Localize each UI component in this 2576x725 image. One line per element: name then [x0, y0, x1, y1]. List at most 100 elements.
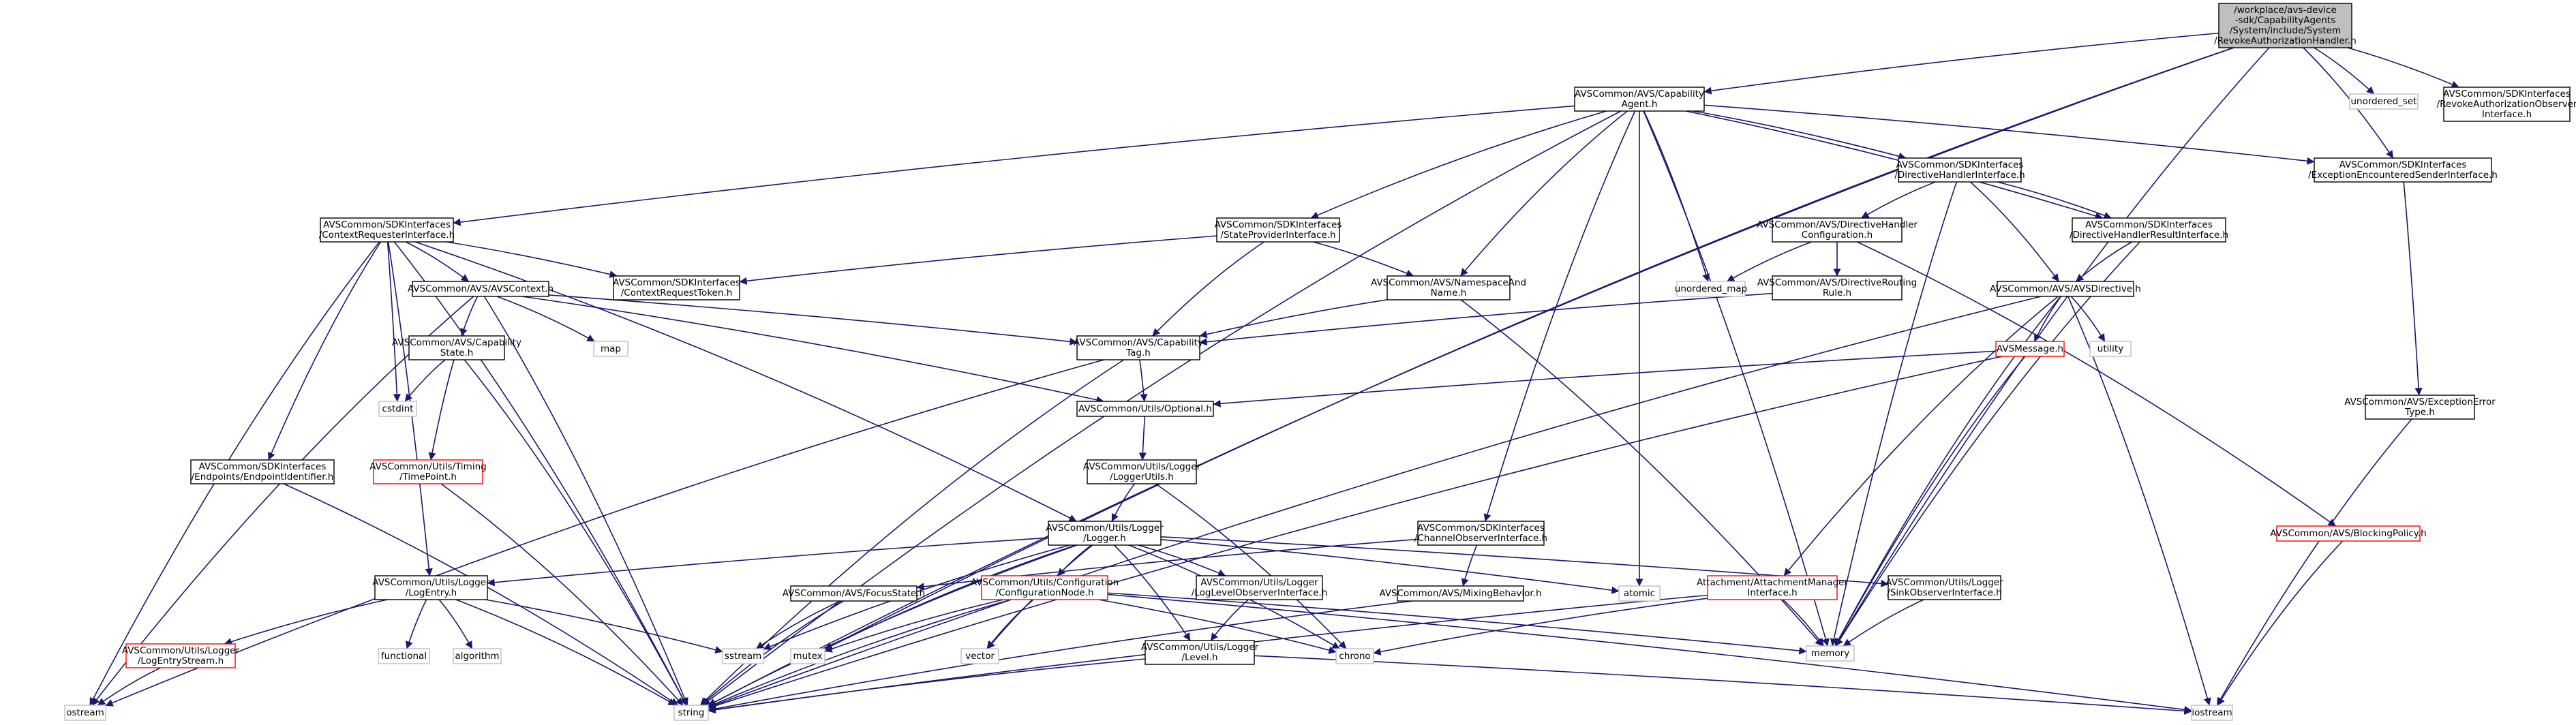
node-label-line: AVSCommon/Utils/Logger	[1141, 642, 1259, 653]
node-box	[190, 459, 335, 484]
node-label-line: AVSCommon/Utils/Logger	[1083, 461, 1201, 472]
node-label-line: string	[678, 707, 705, 718]
edge-stateprov-to-captag	[1152, 241, 1264, 337]
node-stateprov[interactable]: AVSCommon/SDKInterfaces/StateProviderInt…	[1215, 217, 1342, 243]
edge-confignode-to-chrono	[1098, 599, 1337, 654]
node-loggerutils[interactable]: AVSCommon/Utils/Logger/LoggerUtils.h	[1083, 459, 1201, 484]
node-avsdirective[interactable]: AVSCommon/AVS/AVSDirective.h	[1990, 281, 2141, 297]
node-blockpolicy[interactable]: AVSCommon/AVS/BlockingPolicy.h	[2270, 525, 2427, 542]
node-label-line: AVSCommon/Utils/Optional.h	[1078, 403, 1212, 414]
node-avsmessage[interactable]: AVSMessage.h	[1995, 341, 2065, 357]
edge-confignode-to-iostream	[1107, 593, 2192, 713]
edge-logentry-to-logentrystream	[224, 599, 388, 646]
node-label-line: AVSCommon/AVS/DirectiveHandler	[1757, 219, 1918, 230]
edge-avsmessage-to-optional	[1213, 350, 1997, 407]
node-box	[2314, 157, 2492, 183]
node-label-line: /System/include/System	[2230, 25, 2341, 36]
node-label-line: State.h	[440, 348, 474, 358]
node-capagent[interactable]: AVSCommon/AVS/CapabilityAgent.h	[1574, 87, 1705, 112]
node-ctxreq[interactable]: AVSCommon/SDKInterfaces/ContextRequester…	[319, 217, 455, 243]
edge-timepoint-to-string	[440, 483, 684, 706]
node-level[interactable]: AVSCommon/Utils/Logger/Level.h	[1141, 640, 1259, 665]
node-box	[1898, 157, 2022, 183]
node-label-line: /StateProviderInterface.h	[1220, 230, 1335, 241]
edge-optional-to-loggerutils	[1138, 416, 1147, 461]
node-sinkobs[interactable]: AVSCommon/Utils/Logger/SinkObserverInter…	[1885, 575, 2003, 600]
node-logger[interactable]: AVSCommon/Utils/Logger/Logger.h	[1046, 521, 1164, 546]
node-label-line: /RevokeAuthorizationHandler.h	[2214, 35, 2357, 46]
edge-root-to-unordered_set	[2314, 47, 2375, 95]
node-label-line: functional	[381, 651, 427, 662]
edge-captag-to-optional	[1139, 359, 1148, 402]
node-box	[1145, 640, 1255, 665]
node-label-line: Attachment/AttachmentManager	[1697, 577, 1848, 588]
edge-dirhandler-to-dirresult	[1997, 181, 2112, 219]
node-box	[1335, 648, 1374, 664]
node-logentrystream[interactable]: AVSCommon/Utils/Logger/LogEntryStream.h	[122, 643, 240, 668]
node-dirhandler[interactable]: AVSCommon/SDKInterfaces/DirectiveHandler…	[1894, 157, 2025, 183]
edge-focusstate-to-sstream	[755, 600, 841, 649]
node-label-line: /Logger.h	[1083, 533, 1126, 544]
node-dirhandlerconf[interactable]: AVSCommon/AVS/DirectiveHandlerConfigurat…	[1757, 217, 1918, 243]
node-box	[412, 281, 549, 297]
node-box	[2218, 3, 2352, 48]
node-box	[2089, 341, 2132, 357]
edge-blockpolicy-to-iostream	[2217, 540, 2344, 706]
node-timepoint[interactable]: AVSCommon/Utils/Timing/TimePoint.h	[369, 459, 487, 484]
node-box	[960, 648, 999, 664]
edge-capagent-to-dirhandler	[1693, 110, 1907, 160]
node-optional[interactable]: AVSCommon/Utils/Optional.h	[1076, 401, 1214, 417]
edge-mixing-to-string	[708, 600, 1412, 713]
node-loglevelobs[interactable]: AVSCommon/Utils/Logger/LogLevelObserverI…	[1192, 575, 1328, 600]
node-revokeobs[interactable]: AVSCommon/SDKInterfaces/RevokeAuthorizat…	[2437, 87, 2576, 122]
edge-stateprov-to-ctxtoken	[739, 235, 1217, 285]
node-sstream: sstream	[722, 648, 764, 664]
node-box	[378, 648, 430, 664]
edge-capstate-to-string	[464, 359, 687, 706]
node-root[interactable]: /workplace/avs-device-sdk/CapabilityAgen…	[2214, 3, 2357, 48]
node-label-line: Rule.h	[1823, 288, 1851, 298]
edge-attachmgr-to-chrono	[1373, 598, 1708, 655]
node-chanobs[interactable]: AVSCommon/SDKInterfaces/ChannelObserverI…	[1414, 521, 1547, 546]
node-label-line: /Endpoints/EndpointIdentifier.h	[192, 472, 334, 482]
node-focusstate[interactable]: AVSCommon/AVS/FocusState.h	[783, 585, 925, 602]
node-mixing[interactable]: AVSCommon/AVS/MixingBehavior.h	[1379, 585, 1542, 602]
node-ostream: ostream	[64, 705, 106, 721]
node-iostream: iostream	[2191, 705, 2233, 721]
edge-chanobs-to-mixing	[1461, 544, 1478, 587]
node-label-line: AVSCommon/Utils/Logger	[1046, 523, 1164, 534]
node-dirresult[interactable]: AVSCommon/SDKInterfaces/DirectiveHandler…	[2070, 217, 2228, 243]
node-label-line: /ConfigurationNode.h	[995, 587, 1093, 598]
node-ctxtoken[interactable]: AVSCommon/SDKInterfaces/ContextRequestTo…	[613, 275, 740, 300]
edge-capstate-to-cstdint	[404, 359, 446, 402]
node-box	[673, 705, 709, 721]
node-logentry[interactable]: AVSCommon/Utils/Logger/LogEntry.h	[372, 575, 490, 600]
node-algorithm: algorithm	[453, 648, 502, 664]
node-avscontext[interactable]: AVSCommon/AVS/AVSContext.h	[408, 281, 554, 297]
node-cstdint: cstdint	[378, 401, 417, 417]
node-box	[408, 335, 505, 360]
node-label-line: Name.h	[1431, 288, 1467, 298]
edge-capagent-to-nsname	[1460, 110, 1628, 277]
node-label-line: AVSCommon/SDKInterfaces	[2443, 89, 2571, 99]
node-label-line: vector	[965, 651, 995, 662]
node-box	[1806, 645, 1855, 662]
node-label-line: AVSMessage.h	[1997, 343, 2063, 354]
edge-confignode-to-string	[708, 599, 1012, 708]
node-endpointid[interactable]: AVSCommon/SDKInterfaces/Endpoints/Endpoi…	[190, 459, 335, 484]
edge-dirhandler-to-dirhandlerconf	[1861, 181, 1936, 219]
node-label-line: /ExceptionEncounteredSenderInterface.h	[2308, 170, 2498, 181]
node-confignode[interactable]: AVSCommon/Utils/Configuration/Configurat…	[971, 575, 1119, 600]
node-label-line: AVSCommon/AVS/Capability	[392, 337, 521, 348]
node-box	[64, 705, 106, 721]
edge-avsmessage-to-memory	[1834, 356, 2026, 647]
node-exceptsender[interactable]: AVSCommon/SDKInterfaces/ExceptionEncount…	[2308, 157, 2498, 183]
node-label-line: /TimePoint.h	[399, 472, 457, 482]
